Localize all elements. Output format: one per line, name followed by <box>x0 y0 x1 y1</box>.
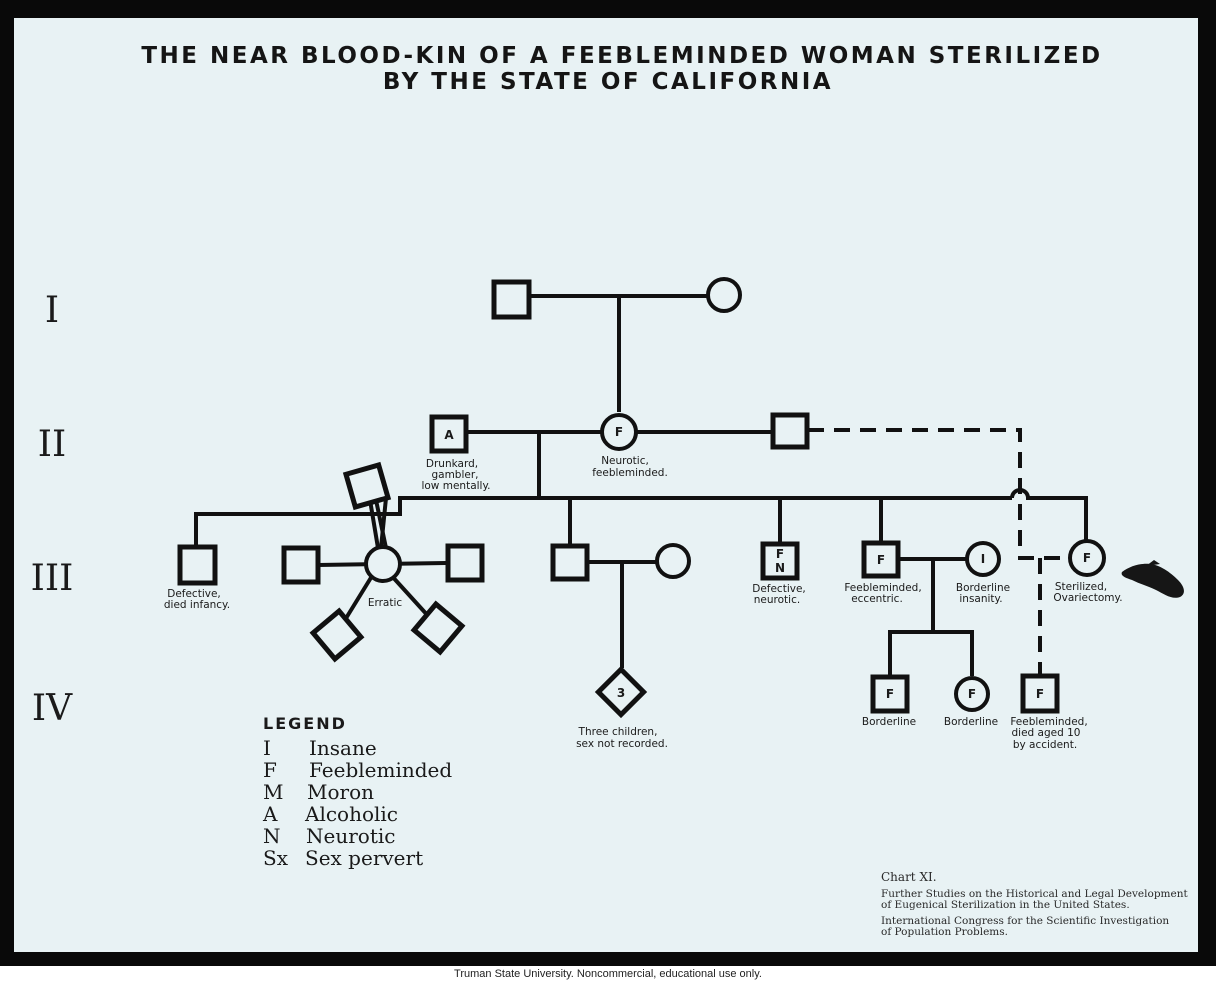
legend-key: A <box>262 802 278 826</box>
feebleminded-son-square <box>861 540 901 579</box>
three-children-mark: 3 <box>617 686 625 700</box>
legend-key: Sx <box>263 846 289 870</box>
grandson-mark: F <box>886 687 894 701</box>
generation-2: A F Drunkard, gambler, low mentally. Neu… <box>421 412 1070 560</box>
grandson-label: Borderline <box>862 716 916 728</box>
second-husband-square <box>770 412 810 450</box>
sibship-line <box>888 630 974 676</box>
chart-title-line1: THE NEAR BLOOD-KIN OF A FEEBLEMINDED WOM… <box>141 43 1102 69</box>
three-children-label: sex not recorded. <box>576 738 668 750</box>
marriage-line <box>374 499 388 549</box>
defective-son-label: neurotic. <box>754 594 800 606</box>
drop-line <box>379 497 388 549</box>
footer-credit: Truman State University. Noncommercial, … <box>0 966 1216 982</box>
proband-son-label: by accident. <box>1013 739 1077 751</box>
chart-number: Chart XI. <box>881 870 937 884</box>
borderline-wife-mark: I <box>981 552 985 566</box>
wife-square <box>281 545 321 585</box>
father-square <box>429 414 469 454</box>
three-children-label: Three children, <box>578 726 658 738</box>
legend-value: Moron <box>307 780 374 804</box>
first-child-label: Defective, <box>167 588 221 600</box>
generation-label-4: IV <box>32 688 73 729</box>
grandmother-circle <box>706 277 742 313</box>
generation-label-1: I <box>45 290 59 331</box>
wife-square <box>309 607 365 663</box>
generation-label-3: III <box>31 558 74 599</box>
legend-value: Neurotic <box>306 824 395 848</box>
mother-label: Neurotic, <box>601 455 649 467</box>
proband-label: Ovariectomy. <box>1053 592 1122 604</box>
generation-3: Defective, died infancy. Erratic F N Def… <box>164 461 1184 668</box>
legend: LEGEND I Insane F Feebleminded M Moron A… <box>262 714 452 870</box>
proband-son-label: died aged 10 <box>1012 727 1081 739</box>
proband-son-square <box>1020 673 1060 714</box>
feebleminded-son-label: eccentric. <box>851 593 903 605</box>
father-label: gambler, <box>431 469 478 481</box>
legend-key: F <box>263 758 277 782</box>
defective-son-label: Defective, <box>752 583 806 595</box>
wife-square <box>410 600 466 656</box>
erratic-person-circle <box>364 545 402 583</box>
wife-square <box>445 543 485 583</box>
borderline-wife-label: Borderline <box>956 582 1010 594</box>
legend-key: N <box>263 824 281 848</box>
erratic-label: Erratic <box>368 597 403 609</box>
source-note: Chart XI. Further Studies on the Histori… <box>881 870 1188 938</box>
first-child-square <box>177 544 218 586</box>
granddaughter-circle <box>954 676 990 712</box>
grandson-square <box>870 674 910 714</box>
source-line: Further Studies on the Historical and Le… <box>881 888 1188 900</box>
feebleminded-son-mark: F <box>877 553 885 567</box>
pointing-hand-icon <box>1121 560 1184 598</box>
legend-value: Insane <box>309 736 377 760</box>
legend-value: Sex pervert <box>305 846 423 870</box>
borderline-wife-label: insanity. <box>959 593 1002 605</box>
proband-circle <box>1068 539 1106 577</box>
mother-label: feebleminded. <box>592 467 668 479</box>
father-label: Drunkard, <box>426 458 478 470</box>
proband-son-label: Feebleminded, <box>1010 716 1087 728</box>
proband-label: Sterilized, <box>1055 581 1107 593</box>
dashed-descent-line <box>808 428 1070 560</box>
grandfather-square <box>491 279 532 320</box>
generation-1 <box>491 277 742 412</box>
legend-value: Feebleminded <box>309 758 452 782</box>
proband-mark: F <box>1083 551 1091 565</box>
legend-value: Alcoholic <box>304 802 398 826</box>
sibship-line <box>194 496 1012 547</box>
source-line: International Congress for the Scientifi… <box>881 915 1169 927</box>
granddaughter-mark: F <box>968 687 976 701</box>
first-child-label: died infancy. <box>164 599 230 611</box>
son-mark-f: F <box>776 547 784 561</box>
borderline-wife-circle <box>965 541 1001 577</box>
source-line: of Eugenical Sterilization in the United… <box>881 899 1130 911</box>
generation-4: 3 Three children, sex not recorded. F Bo… <box>576 630 1088 751</box>
granddaughter-label: Borderline <box>944 716 998 728</box>
chart-title-line2: BY THE STATE OF CALIFORNIA <box>383 69 833 95</box>
father-mark: A <box>444 428 454 442</box>
defective-son-square <box>760 541 800 581</box>
marriage-line <box>368 499 380 549</box>
son-mark-n: N <box>775 561 785 575</box>
legend-heading: LEGEND <box>263 714 347 733</box>
father-label: low mentally. <box>421 480 490 492</box>
feebleminded-son-label: Feebleminded, <box>844 582 921 594</box>
legend-key: I <box>263 736 271 760</box>
legend-key: M <box>263 780 283 804</box>
mother-mark: F <box>615 425 623 439</box>
daughter-in-law-circle <box>655 543 691 579</box>
mother-circle <box>600 413 638 451</box>
wife-square <box>342 461 392 511</box>
proband-son-mark: F <box>1036 687 1044 701</box>
source-line: of Population Problems. <box>881 926 1008 938</box>
generation-label-2: II <box>38 424 66 465</box>
chart-panel <box>14 18 1198 952</box>
sibship-line-hop <box>1010 488 1088 540</box>
son-square <box>550 543 590 582</box>
three-children-diamond <box>594 665 648 719</box>
